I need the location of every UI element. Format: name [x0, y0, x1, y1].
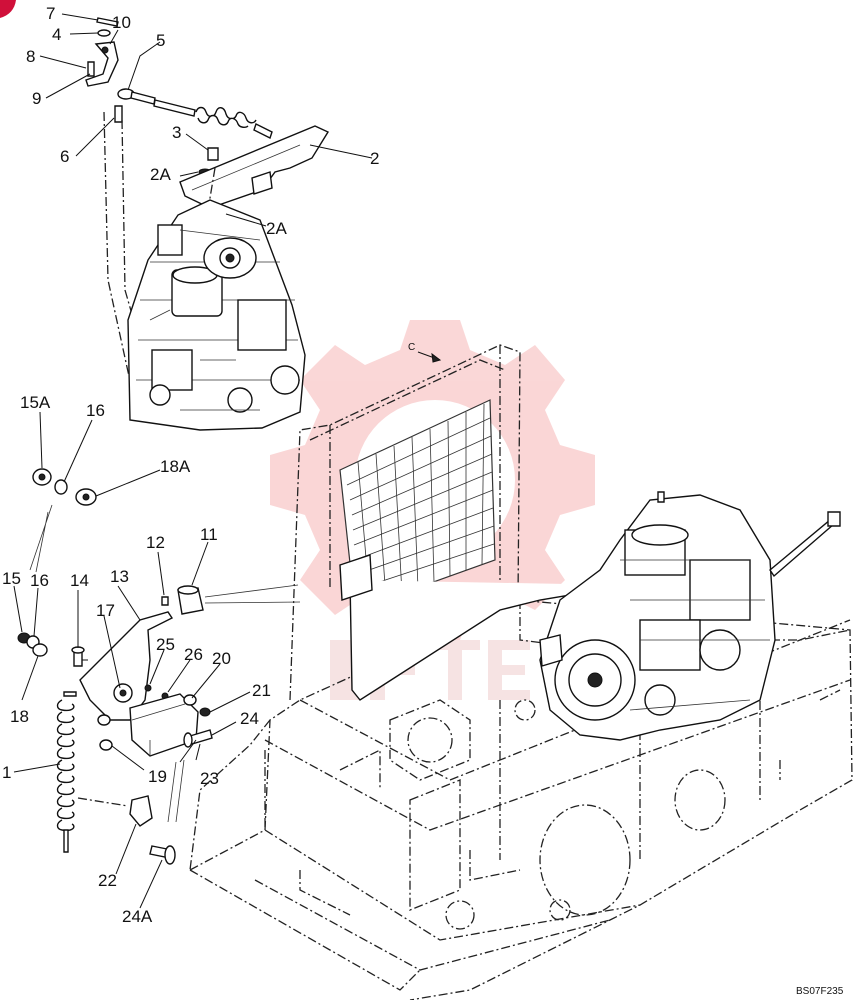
callout-2A-top: 2A	[150, 165, 171, 184]
callout-12: 12	[146, 533, 165, 552]
view-marker-label: C	[408, 342, 415, 353]
callout-7: 7	[46, 4, 55, 23]
callout-11: 11	[200, 525, 218, 544]
throttle-cable-spring	[195, 106, 257, 129]
callout-labels: 7 4 10 5 8 9 6 3 2 2A 2A 15A 16 18A 12 1…	[2, 4, 379, 926]
callout-18: 18	[10, 707, 29, 726]
callout-8: 8	[26, 47, 35, 66]
callout-2: 2	[370, 149, 379, 168]
callout-23: 23	[200, 769, 219, 788]
callout-13: 13	[110, 567, 129, 586]
spring-rod	[56, 691, 77, 853]
callout-16-bottom: 16	[30, 571, 49, 590]
callout-14: 14	[70, 571, 89, 590]
callout-6: 6	[60, 147, 69, 166]
left-parts-group	[17, 468, 301, 865]
callout-26: 26	[184, 645, 203, 664]
callout-18A: 18A	[160, 457, 191, 476]
callout-4: 4	[52, 25, 61, 44]
figure-code: BS07F235	[796, 986, 844, 997]
callout-leaders	[13, 13, 373, 909]
callout-17: 17	[96, 601, 115, 620]
callout-16-top: 16	[86, 401, 105, 420]
callout-15: 15	[2, 569, 21, 588]
engine-lower-view	[539, 491, 841, 741]
callout-19: 19	[148, 767, 167, 786]
callout-20: 20	[212, 649, 231, 668]
callout-2A-bottom: 2A	[266, 219, 287, 238]
callout-24: 24	[240, 709, 259, 728]
callout-21: 21	[252, 681, 271, 700]
callout-25: 25	[156, 635, 175, 654]
callout-22: 22	[98, 871, 117, 890]
callout-1: 1	[2, 763, 11, 782]
callout-9: 9	[32, 89, 41, 108]
callout-3: 3	[172, 123, 181, 142]
callout-24A: 24A	[122, 907, 153, 926]
machine-frame	[189, 344, 853, 1000]
callout-5: 5	[156, 31, 165, 50]
callout-15A: 15A	[20, 393, 51, 412]
engine-top-view	[127, 199, 306, 431]
corner-badge	[0, 0, 16, 18]
callout-10: 10	[112, 13, 131, 32]
